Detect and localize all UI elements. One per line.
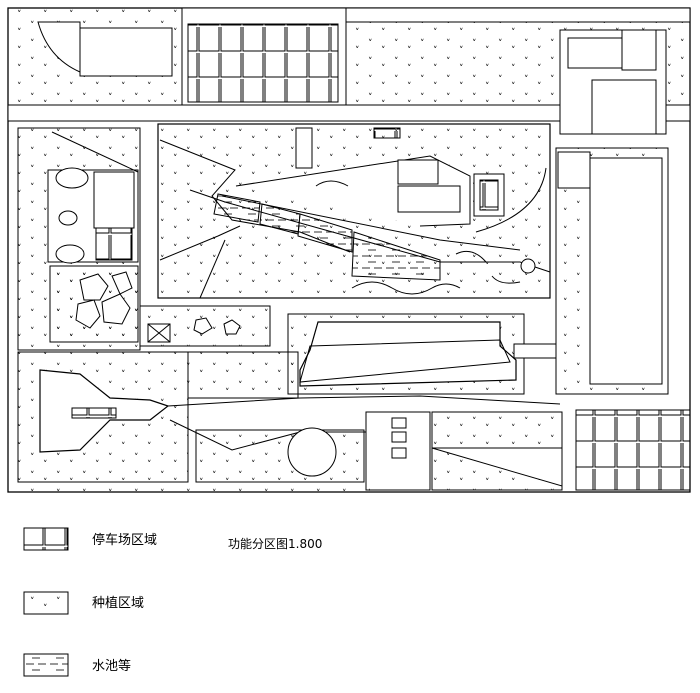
legend-label-water: 水池等 (92, 659, 132, 674)
legend-swatch-parking (23, 527, 69, 551)
building-right-3 (589, 157, 663, 385)
plaza (299, 321, 517, 387)
building-right-1 (567, 37, 623, 69)
water-area-2 (351, 231, 441, 281)
park-building (397, 159, 439, 185)
legend-swatch-water (23, 653, 69, 677)
legend-item-planting: 种植区域 (78, 592, 144, 611)
building-right-2 (591, 79, 657, 135)
legend-label-parking: 停车场区域 (92, 533, 158, 548)
road-band-top (7, 104, 691, 122)
legend-swatch-planting (23, 591, 69, 615)
legend-label-planting: 种植区域 (92, 596, 145, 611)
building-top-left (79, 27, 173, 77)
drawing-caption: 功能分区图1.800 (228, 537, 323, 551)
legend-item-parking: 停车场区域 (78, 529, 157, 548)
legend-item-water: 水池等 (78, 655, 131, 674)
water-area-1 (213, 193, 261, 223)
parking-zone-bottom-right (575, 409, 691, 491)
